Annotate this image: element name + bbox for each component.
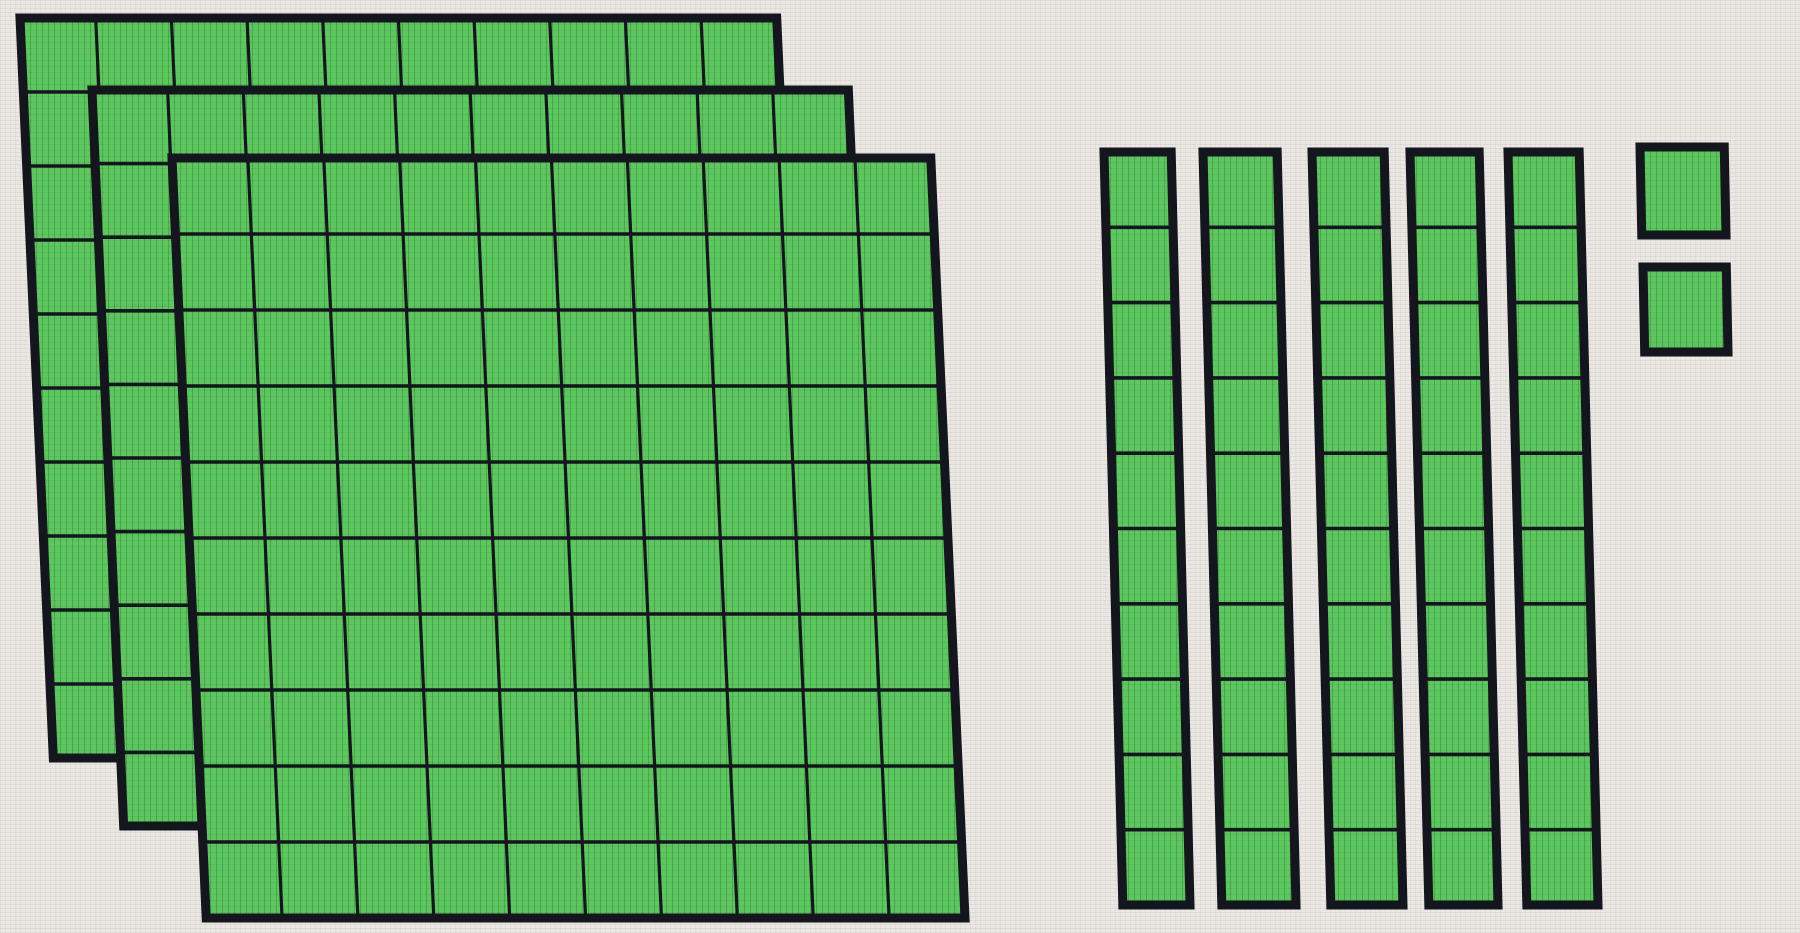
- ten-rod-2: [1203, 152, 1296, 905]
- ten-rod-5: [1508, 152, 1598, 905]
- ones-units-group: [1640, 147, 1728, 352]
- one-unit-1: [1640, 147, 1726, 235]
- tens-rods-group: [1104, 152, 1598, 905]
- ten-rod-1: [1104, 152, 1190, 905]
- hundreds-flats-group: [20, 18, 965, 918]
- ten-rod-4: [1410, 152, 1498, 905]
- ten-rod-3: [1312, 152, 1403, 905]
- one-unit-2: [1643, 267, 1728, 352]
- hundred-flat-3: [172, 158, 965, 918]
